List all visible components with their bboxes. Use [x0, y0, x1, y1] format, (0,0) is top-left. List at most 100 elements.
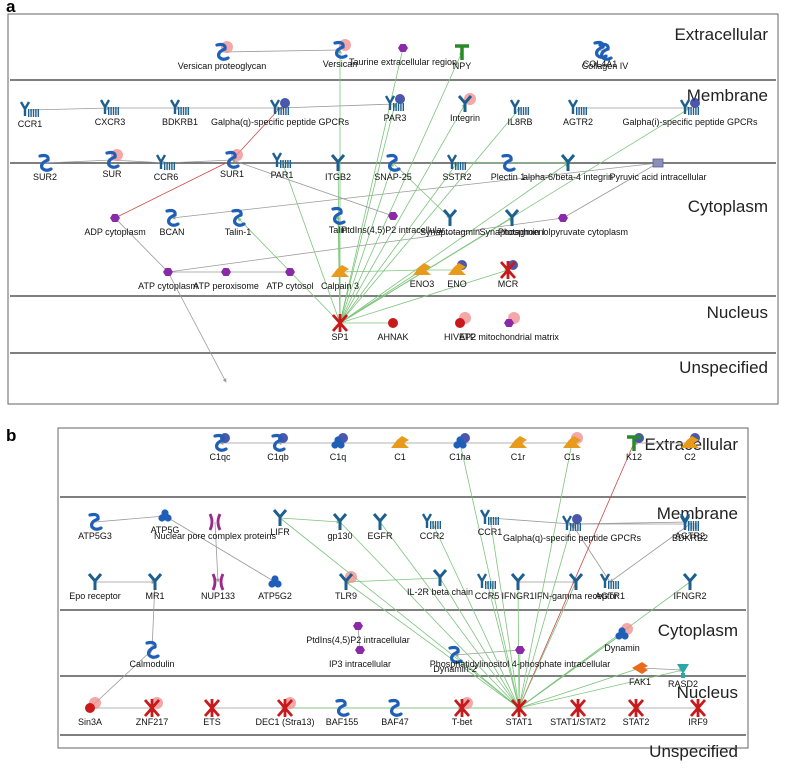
node-sstr2[interactable]: SSTR2	[442, 154, 472, 182]
node-integrin[interactable]: Integrin	[450, 93, 480, 123]
node-sur1[interactable]: SUR1	[220, 149, 244, 179]
node-talin-1[interactable]: Talin-1	[225, 208, 252, 238]
node-pyruvic-acid-intracellular[interactable]: Pyruvic acid intracellular	[609, 158, 707, 182]
receptor-gpcr-icon	[479, 509, 499, 525]
node-sur2[interactable]: SUR2	[33, 153, 57, 183]
node-hivep2[interactable]: HIVEP2	[444, 312, 476, 342]
node-itgb2[interactable]: ITGB2	[325, 154, 351, 182]
node-adp-cytoplasm[interactable]: ADP cytoplasm	[84, 214, 146, 237]
node-dec1-stra13[interactable]: DEC1 (Stra13)	[255, 697, 315, 727]
node-epo-receptor[interactable]: Epo receptor	[69, 573, 121, 601]
node-il-2r-beta-chain[interactable]: IL-2R beta chain	[407, 569, 473, 597]
node-bcan[interactable]: BCAN	[159, 208, 185, 238]
node-ifngr2[interactable]: IFNGR2	[673, 573, 707, 601]
node-ptdins-4-5-p2-intracellular[interactable]: PtdIns(4,5)P2 intracellular	[341, 212, 445, 235]
node-il8rb[interactable]: IL8RB	[507, 99, 533, 127]
node-ccr1[interactable]: CCR1	[18, 101, 43, 129]
node-stat1[interactable]: STAT1	[506, 699, 533, 727]
node-lifr[interactable]: LIFR	[270, 509, 290, 537]
node-atp-cytoplasm[interactable]: ATP cytoplasm	[138, 268, 198, 291]
node-ptdins-4-5-p2-intracellular[interactable]: PtdIns(4,5)P2 intracellular	[306, 622, 410, 645]
node-taurine-extracellular-region[interactable]: Taurine extracellular region	[349, 44, 457, 67]
node-calpain-3[interactable]: Calpain 3	[321, 265, 359, 291]
node-bdkrb1[interactable]: BDKRB1	[162, 99, 198, 127]
node-plectin-1[interactable]: Plectin 1	[491, 153, 526, 183]
node-k12[interactable]: K12	[626, 433, 644, 462]
node-talin[interactable]: Talin	[329, 206, 348, 236]
node-c1s[interactable]: C1s	[563, 432, 583, 462]
node-c1qc[interactable]: C1qc	[209, 433, 231, 462]
node-galpha-i-specific-peptide-gpcrs[interactable]: Galpha(i)-specific peptide GPCRs	[622, 98, 758, 127]
node-dynamin-2[interactable]: Dynamin-2	[433, 645, 477, 675]
node-egfr[interactable]: EGFR	[367, 513, 393, 541]
node-mr1[interactable]: MR1	[145, 573, 165, 601]
node-mcr[interactable]: MCR	[498, 260, 519, 289]
node-c1q[interactable]: C1q	[330, 433, 348, 462]
node-baf47[interactable]: BAF47	[381, 698, 409, 728]
node-ccr1[interactable]: CCR1	[478, 509, 503, 537]
node-par1[interactable]: PAR1	[271, 152, 294, 180]
node-ets[interactable]: ETS	[203, 699, 221, 727]
node-npy[interactable]: NPY	[453, 44, 472, 71]
node-fak1[interactable]: FAK1	[629, 662, 651, 687]
node-eno[interactable]: ENO	[447, 260, 467, 289]
node-label: C2	[684, 452, 696, 462]
node-ahnak[interactable]: AHNAK	[377, 318, 409, 342]
node-ifngr1[interactable]: IFNGR1	[501, 573, 535, 601]
node-par3[interactable]: PAR3	[384, 94, 407, 123]
node-c1[interactable]: C1	[391, 436, 409, 462]
node-atp5g2[interactable]: ATP5G2	[258, 575, 292, 601]
node-atp-mitochondrial-matrix[interactable]: ATP mitochondrial matrix	[459, 312, 559, 342]
node-bdkrb2[interactable]: BDKRB2	[672, 515, 708, 543]
node-atp-peroxisome[interactable]: ATP peroxisome	[193, 268, 259, 291]
node-sp1[interactable]: SP1	[331, 314, 349, 342]
node-synaptotagmin-i[interactable]: Synaptotagmin I	[479, 209, 545, 237]
node-phosphoenolpyruvate-cytoplasm[interactable]: Phosphoenolpyruvate cytoplasm	[498, 214, 628, 237]
node-sur[interactable]: SUR	[102, 149, 123, 179]
receptor-gpcr-icon	[169, 99, 189, 115]
node-calmodulin[interactable]: Calmodulin	[129, 640, 175, 670]
node-c1qb[interactable]: C1qb	[267, 433, 289, 462]
node-c2[interactable]: C2	[681, 433, 700, 462]
panel-letter-a: a	[6, 0, 16, 16]
node-stat1-stat2[interactable]: STAT1/STAT2	[550, 699, 606, 727]
node-sin3a[interactable]: Sin3A	[78, 697, 102, 727]
node-atp5g3[interactable]: ATP5G3	[78, 512, 112, 542]
node-ccr2[interactable]: CCR2	[420, 513, 445, 541]
node-label: AGTR2	[675, 531, 705, 541]
node-snap-25[interactable]: SNAP-25	[374, 153, 412, 183]
node-ccr5[interactable]: CCR5	[475, 573, 500, 601]
node-collagen-iv[interactable]: Collagen IV	[582, 42, 629, 72]
node-label: Phosphatidylinositol 4-phosphate intrace…	[430, 659, 611, 669]
node-versican-proteoglycan[interactable]: Versican proteoglycan	[178, 41, 267, 71]
node-galpha-q-specific-peptide-gpcrs[interactable]: Galpha(q)-specific peptide GPCRs	[503, 514, 642, 543]
node-galpha-q-specific-peptide-gpcrs[interactable]: Galpha(q)-specific peptide GPCRs	[211, 98, 350, 127]
node-znf217[interactable]: ZNF217	[136, 697, 169, 727]
node-stat2[interactable]: STAT2	[623, 699, 650, 727]
node-nuclear-pore-complex-proteins[interactable]: Nuclear pore complex proteins	[154, 513, 277, 541]
node-agtr1[interactable]: AGTR1	[595, 573, 625, 601]
node-cxcr3[interactable]: CXCR3	[95, 99, 126, 127]
node-c1ha[interactable]: C1ha	[449, 433, 471, 462]
node-gp130[interactable]: gp130	[327, 513, 353, 541]
node-eno3[interactable]: ENO3	[410, 263, 435, 289]
node-synaptotagmin[interactable]: Synaptotagmin	[420, 209, 480, 237]
node-c1r[interactable]: C1r	[509, 436, 527, 462]
node-tlr9[interactable]: TLR9	[335, 571, 357, 601]
node-alpha-6-beta-4-integrin[interactable]: alpha-6/beta-4 integrin	[523, 154, 613, 182]
node-dynamin[interactable]: Dynamin	[604, 623, 640, 653]
node-nup133[interactable]: NUP133	[201, 573, 235, 601]
node-rasd2[interactable]: RASD2	[668, 664, 698, 689]
node-t-bet[interactable]: T-bet	[452, 697, 473, 727]
node-ccr6[interactable]: CCR6	[154, 154, 179, 182]
node-atp5g[interactable]: ATP5G	[151, 509, 180, 535]
node-phosphatidylinositol-4-phosphate-intracellular[interactable]: Phosphatidylinositol 4-phosphate intrace…	[430, 646, 611, 669]
node-agtr2[interactable]: AGTR2	[563, 99, 593, 127]
node-ifn-gamma-receptor[interactable]: IFN-gamma receptor	[534, 573, 618, 601]
node-label: NPY	[453, 61, 472, 71]
node-baf155[interactable]: BAF155	[326, 698, 359, 728]
node-irf9[interactable]: IRF9	[688, 699, 708, 727]
node-atp-cytosol[interactable]: ATP cytosol	[266, 268, 314, 291]
node-ip3-intracellular[interactable]: IP3 intracellular	[329, 646, 391, 669]
node-versican[interactable]: Versican	[323, 39, 358, 69]
